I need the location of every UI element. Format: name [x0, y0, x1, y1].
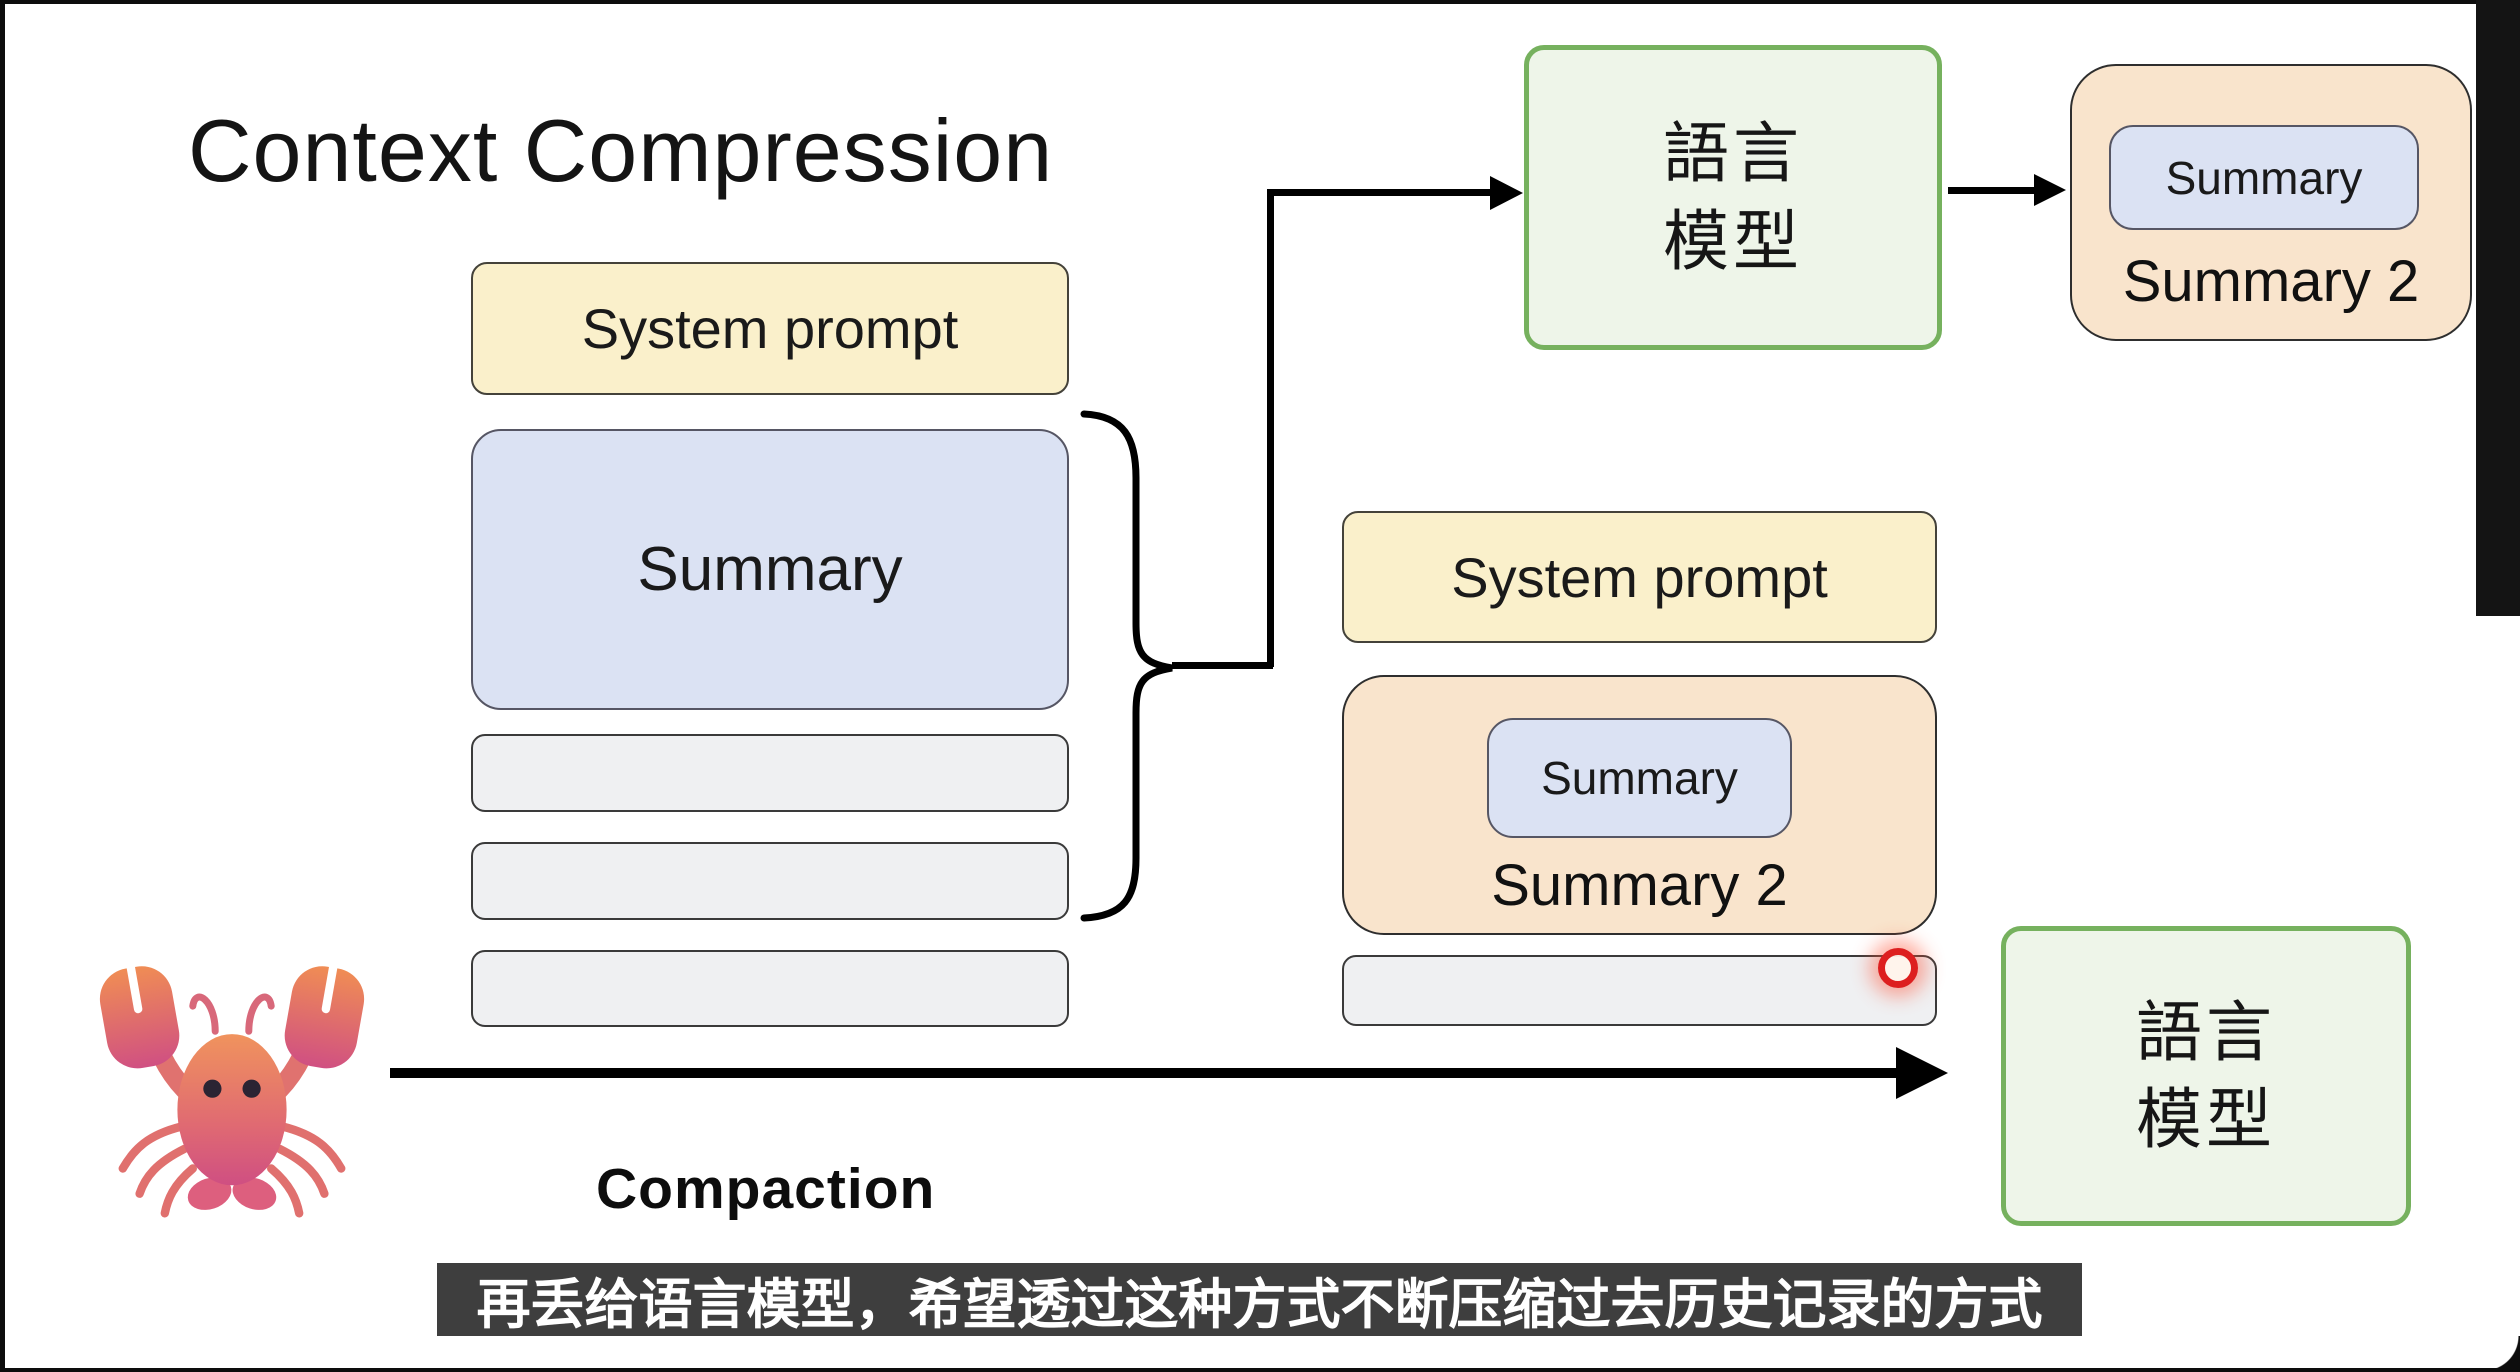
left-summary-box: Summary [471, 429, 1069, 710]
left-system-prompt-label: System prompt [581, 297, 959, 360]
top-result-summary-label: Summary [2165, 151, 2363, 204]
frame-edge-top [0, 0, 2520, 4]
history-bar [471, 842, 1069, 920]
right-language-model-box: 語言 模型 [2001, 926, 2411, 1226]
history-bar [471, 950, 1069, 1027]
frame-edge-left [0, 0, 5, 1372]
connector-elbow-top [1270, 189, 1492, 196]
top-language-model-line2: 模型 [1663, 203, 1803, 278]
top-result-summary-box: Summary [2109, 125, 2419, 230]
middle-system-prompt-label: System prompt [1451, 545, 1828, 609]
page-title: Context Compression [188, 101, 1054, 200]
top-language-model-box: 語言 模型 [1524, 45, 1942, 350]
top-result-summary2-label: Summary 2 [2122, 249, 2420, 314]
compaction-label: Compaction [596, 1157, 936, 1221]
connector-elbow-bottom [1172, 662, 1273, 669]
top-language-model-line1: 語言 [1663, 116, 1803, 191]
right-language-model-line2: 模型 [2136, 1082, 2276, 1156]
history-bar [471, 734, 1069, 812]
connector-elbow-vertical [1267, 189, 1274, 667]
arrowhead-icon [2034, 174, 2066, 206]
left-system-prompt-box: System prompt [471, 262, 1069, 395]
compaction-arrow-line [390, 1068, 1898, 1078]
frame-rounded-corner [2484, 1336, 2520, 1372]
middle-compacted-summary-label: Summary [1541, 752, 1738, 804]
right-language-model-line1: 語言 [2136, 994, 2276, 1069]
arrowhead-icon [1490, 176, 1523, 210]
laser-pointer-dot-icon [1878, 948, 1918, 988]
subtitle-text: 再丢给语言模型，希望透过这种方式不断压缩过去历史记录的方式 [476, 1275, 2043, 1335]
history-bar [1342, 955, 1937, 1026]
lobster-icon [99, 960, 365, 1218]
middle-compacted-summary2-label: Summary 2 [1491, 853, 1788, 918]
middle-system-prompt-box: System prompt [1342, 511, 1937, 643]
left-summary-label: Summary [637, 535, 903, 604]
middle-compacted-summary-box: Summary [1487, 718, 1792, 838]
connector-model-to-result [1948, 187, 2034, 194]
subtitle-bar: 再丢给语言模型，希望透过这种方式不断压缩过去历史记录的方式 [437, 1263, 2082, 1336]
frame-edge-bottom [0, 1368, 2520, 1372]
curly-brace-right-icon [1080, 410, 1173, 922]
frame-right-black-bar [2476, 0, 2520, 616]
arrowhead-icon [1896, 1047, 1948, 1099]
